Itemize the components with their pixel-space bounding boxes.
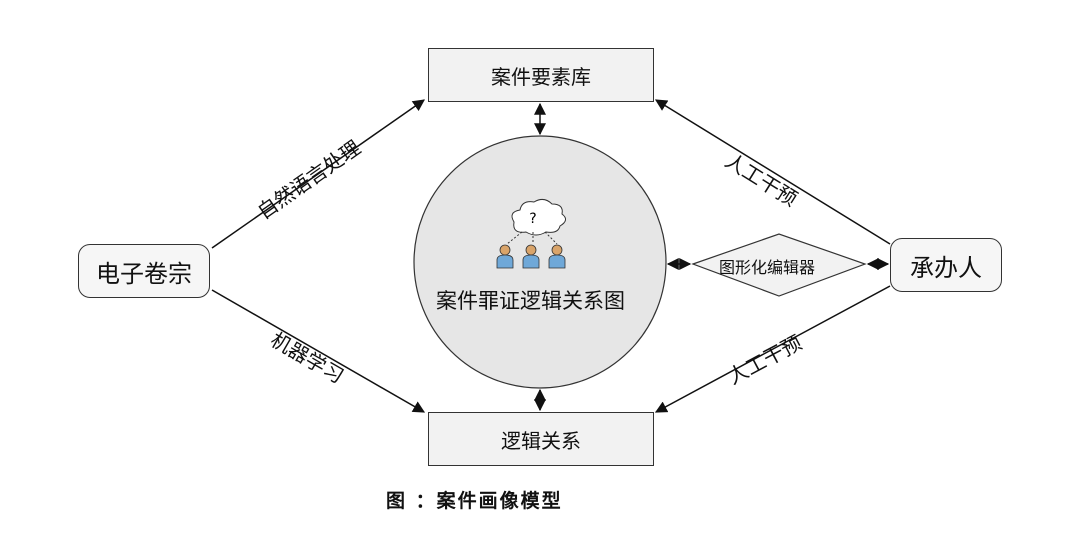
center-circle [413,135,667,389]
e-dossier-box: 电子卷宗 [78,244,210,298]
graph-editor-diamond [691,233,867,297]
svg-text:?: ? [529,211,536,227]
arrow-dossier-to-logic [211,289,426,413]
arrow-handler-to-elementdb [654,99,891,245]
arrow-handler-to-logic [654,285,891,413]
center-circle-label: 案件罪证逻辑关系图 [436,289,625,313]
handler-box: 承办人 [890,238,1002,292]
logic-relation-box: 逻辑关系 [428,412,654,466]
handler-label: 承办人 [910,253,982,282]
graph-editor-label: 图形化编辑器 [719,258,816,277]
arrow-dossier-to-elementdb [211,99,425,249]
e-dossier-label: 电子卷宗 [96,259,192,288]
logic-relation-label: 逻辑关系 [501,428,581,453]
figure-caption: 图 ：案件画像模型 [386,490,563,512]
element-db-label: 案件要素库 [491,64,591,89]
element-db-box: 案件要素库 [428,48,654,102]
people-thinking-icon: ? [496,198,566,269]
